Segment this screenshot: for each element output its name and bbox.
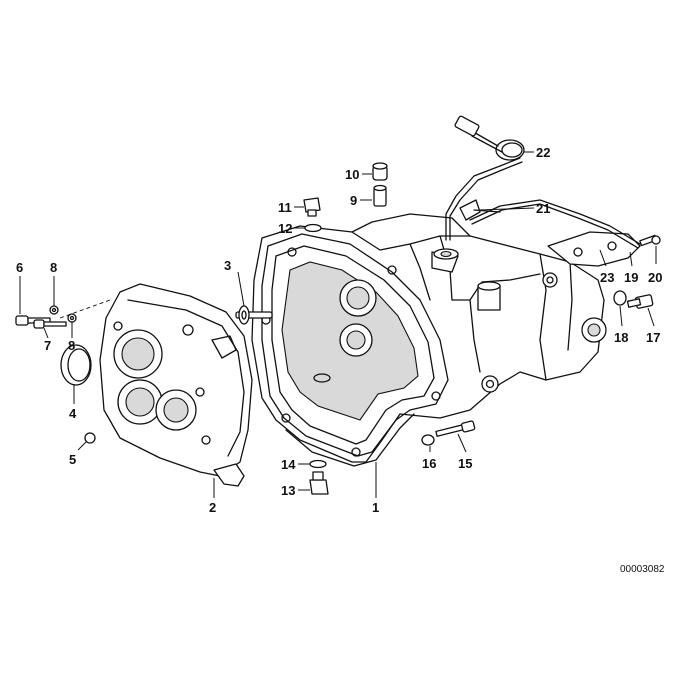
ball-part-5 bbox=[84, 432, 96, 444]
callout-10: 10 bbox=[345, 167, 359, 182]
shaft-seal-part-3 bbox=[235, 305, 273, 325]
callout-22: 22 bbox=[536, 145, 550, 160]
drain-plug-part-13 bbox=[309, 471, 329, 495]
leader-lines bbox=[19, 151, 657, 498]
callout-9: 9 bbox=[350, 193, 357, 208]
cap-plug-part-4 bbox=[60, 344, 92, 386]
callout-21: 21 bbox=[536, 201, 550, 216]
callout-18: 18 bbox=[614, 330, 628, 345]
callout-11: 11 bbox=[278, 200, 292, 215]
callout-16: 16 bbox=[422, 456, 436, 471]
bolt-part-17 bbox=[626, 294, 654, 309]
assembly-line bbox=[59, 299, 111, 319]
bolt-part-15 bbox=[435, 420, 476, 437]
side-cover bbox=[99, 283, 253, 487]
lower-flange-edge bbox=[285, 413, 415, 467]
callout-20: 20 bbox=[648, 270, 662, 285]
speed-sensor-part-21 bbox=[445, 157, 523, 241]
callout-15: 15 bbox=[458, 456, 472, 471]
callout-8-lower: 8 bbox=[68, 338, 75, 353]
callout-14: 14 bbox=[281, 457, 296, 472]
gearbox-housing bbox=[251, 213, 641, 463]
callout-labels: 1 2 3 4 5 6 7 8 8 9 10 11 12 13 14 15 16… bbox=[16, 145, 662, 515]
plug-part-11 bbox=[303, 197, 321, 217]
callout-3: 3 bbox=[224, 258, 231, 273]
washer-part-16 bbox=[421, 434, 435, 446]
callout-2: 2 bbox=[209, 500, 216, 515]
bolt-part-7 bbox=[33, 313, 77, 329]
callout-6: 6 bbox=[16, 260, 23, 275]
screw-part-20 bbox=[639, 234, 661, 247]
document-id: 00003082 bbox=[620, 564, 665, 575]
sleeve-part-9 bbox=[373, 184, 387, 207]
callout-13: 13 bbox=[281, 483, 295, 498]
callout-23: 23 bbox=[600, 270, 614, 285]
cable-part-22 bbox=[454, 115, 641, 249]
callout-12: 12 bbox=[278, 221, 292, 236]
callout-7: 7 bbox=[44, 338, 51, 353]
callout-17: 17 bbox=[646, 330, 660, 345]
cap-part-10 bbox=[372, 162, 388, 181]
callout-19: 19 bbox=[624, 270, 638, 285]
washer-part-18 bbox=[613, 290, 627, 306]
washer-part-14 bbox=[309, 459, 327, 469]
callout-1: 1 bbox=[372, 500, 379, 515]
callout-4: 4 bbox=[69, 406, 77, 421]
callout-5: 5 bbox=[69, 452, 76, 467]
washer-part-12 bbox=[304, 223, 322, 233]
callout-8-top: 8 bbox=[50, 260, 57, 275]
